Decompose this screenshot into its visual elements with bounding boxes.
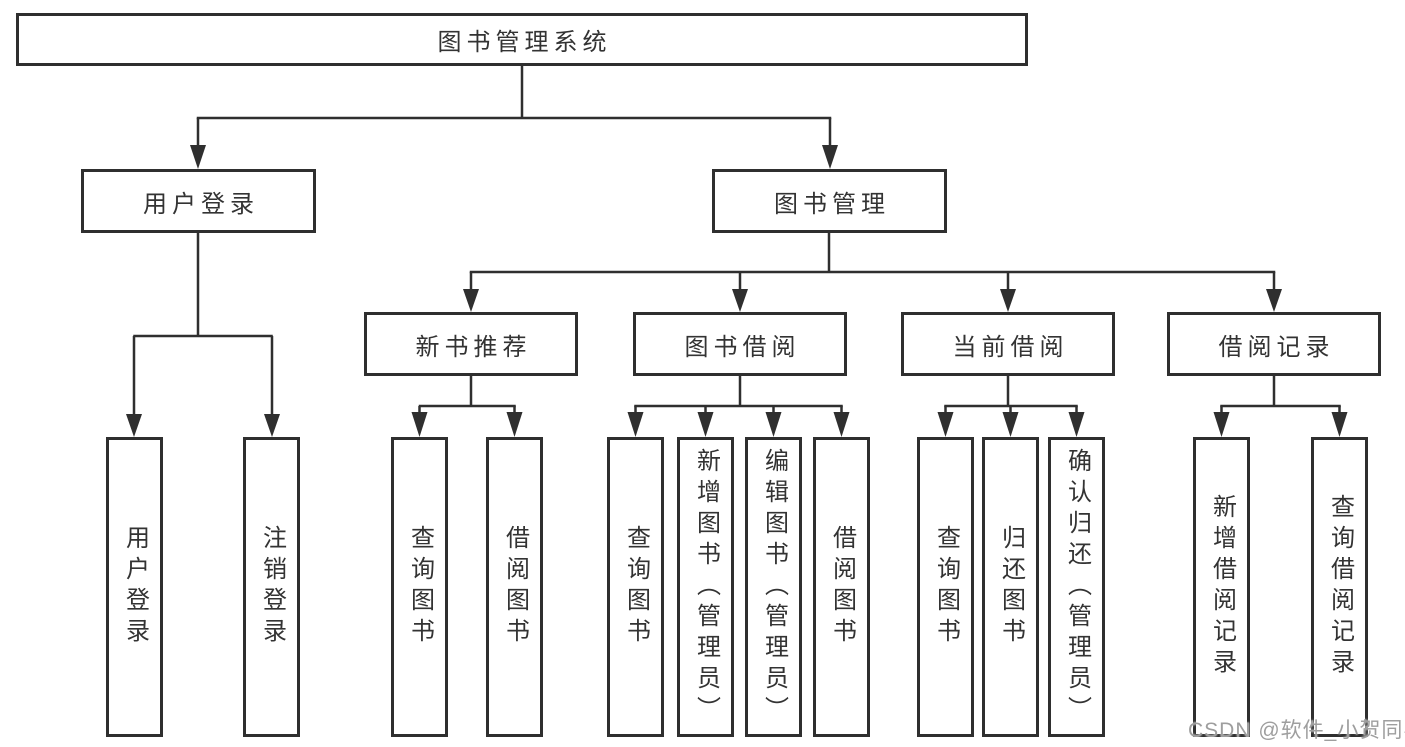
leaf-label: 注销登录 — [258, 525, 286, 649]
node-user-login: 用户登录 — [81, 169, 316, 233]
connector-new-book-rec-to-leaves — [411, 376, 523, 437]
leaf-query-books-1: 查询图书 — [391, 437, 448, 737]
leaf-label: 新增图书（管理员） — [692, 447, 720, 727]
node-current-borrow: 当前借阅 — [901, 312, 1115, 376]
leaf-logout: 注销登录 — [243, 437, 300, 737]
leaf-add-books-admin: 新增图书（管理员） — [677, 437, 734, 737]
leaf-label: 归还图书 — [997, 525, 1025, 649]
leaf-label: 查询图书 — [406, 525, 434, 649]
leaf-edit-books-admin: 编辑图书（管理员） — [745, 437, 802, 737]
leaf-return-books: 归还图书 — [982, 437, 1039, 737]
connector-root-to-level2 — [190, 66, 838, 169]
node-book-borrow: 图书借阅 — [633, 312, 847, 376]
leaf-query-books-3: 查询图书 — [917, 437, 974, 737]
leaf-confirm-return-admin: 确认归还（管理员） — [1048, 437, 1105, 737]
leaf-query-books-2: 查询图书 — [607, 437, 664, 737]
leaf-label: 查询图书 — [932, 525, 960, 649]
node-book-management: 图书管理 — [712, 169, 947, 233]
leaf-label: 查询借阅记录 — [1326, 494, 1354, 680]
connector-book-mgmt-to-level3 — [463, 233, 1282, 312]
leaf-label: 确认归还（管理员） — [1063, 447, 1091, 727]
leaf-label: 查询图书 — [622, 525, 650, 649]
leaf-label: 借阅图书 — [501, 525, 529, 649]
leaf-label: 借阅图书 — [828, 525, 856, 649]
csdn-watermark: CSDN @软件_小贺同学 — [1188, 719, 1405, 742]
leaf-label: 用户登录 — [121, 525, 149, 649]
leaf-query-borrow-record: 查询借阅记录 — [1311, 437, 1368, 737]
leaf-borrow-books-1: 借阅图书 — [486, 437, 543, 737]
leaf-label: 新增借阅记录 — [1208, 494, 1236, 680]
leaf-label: 编辑图书（管理员） — [760, 447, 788, 727]
node-borrow-records: 借阅记录 — [1167, 312, 1381, 376]
connector-current-borrow-to-leaves — [937, 376, 1085, 437]
node-root-system: 图书管理系统 — [16, 13, 1028, 66]
leaf-add-borrow-record: 新增借阅记录 — [1193, 437, 1250, 737]
leaf-user-login: 用户登录 — [106, 437, 163, 737]
node-new-book-recommend: 新书推荐 — [364, 312, 578, 376]
connector-borrow-records-to-leaves — [1213, 376, 1348, 437]
leaf-borrow-books-2: 借阅图书 — [813, 437, 870, 737]
connector-book-borrow-to-leaves — [627, 376, 850, 437]
connector-user-login-to-leaves — [126, 233, 280, 437]
